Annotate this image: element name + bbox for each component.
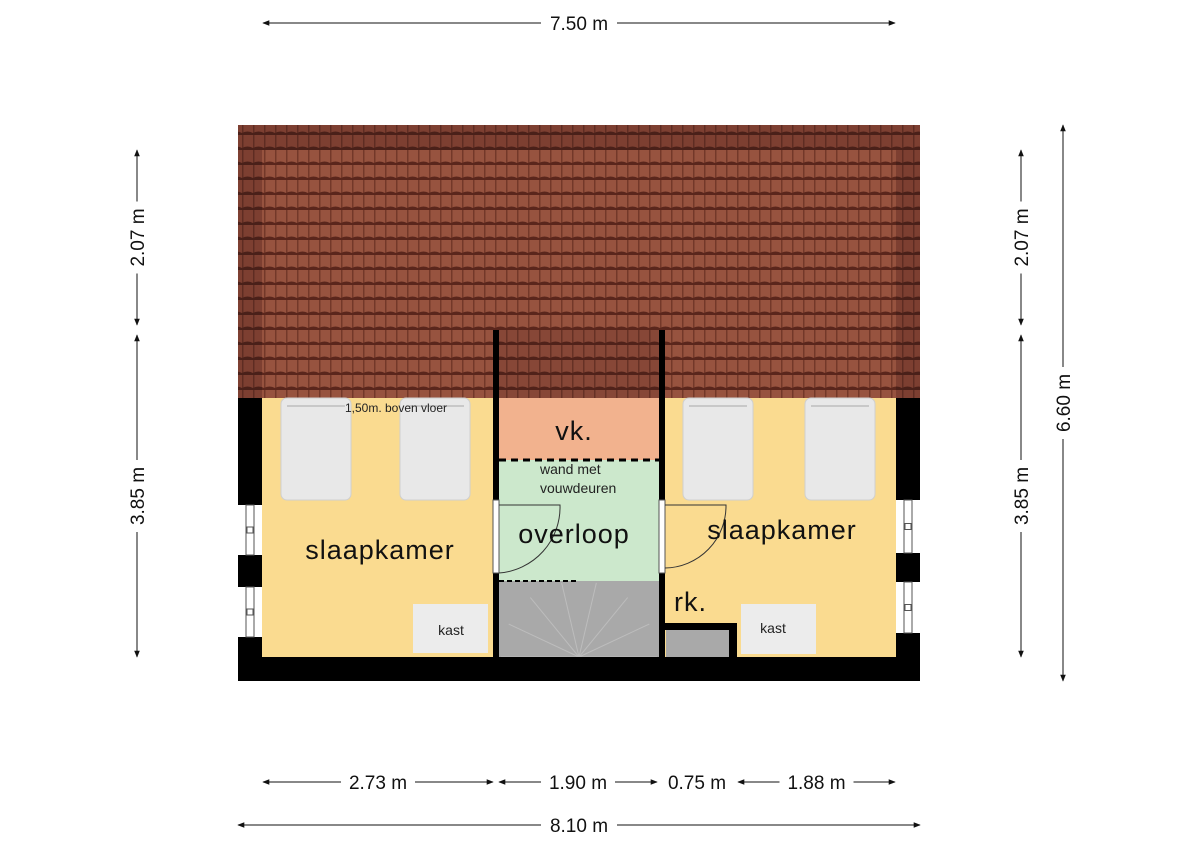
- window-latch: [246, 608, 254, 616]
- dimension-right-total: 6.60 m: [1054, 374, 1075, 432]
- kast-label-left: kast: [438, 622, 464, 638]
- stair-step: [529, 597, 580, 658]
- dimension-bottom-1: 2.73 m: [349, 773, 407, 794]
- wall: [896, 633, 920, 681]
- door-swing-left: [498, 504, 561, 574]
- height-note: 1,50m. boven vloer: [345, 401, 447, 415]
- wall: [729, 623, 737, 657]
- bed: [280, 397, 352, 501]
- wall: [493, 330, 499, 657]
- dimension-left-lower: 3.85 m: [128, 467, 149, 525]
- dimension-bottom-4: 1.88 m: [787, 773, 845, 794]
- window-latch: [246, 526, 254, 534]
- kast-right: [741, 604, 816, 654]
- dimension-right-lower: 3.85 m: [1012, 467, 1033, 525]
- room-label-rk: rk.: [674, 587, 707, 617]
- dimension-top: 7.50 m: [550, 14, 608, 35]
- wall: [665, 623, 737, 630]
- stair-step: [578, 582, 597, 658]
- folding-wall-note-2: vouwdeuren: [540, 480, 616, 496]
- vk-floor: [499, 398, 659, 460]
- wall: [238, 555, 262, 587]
- stair-step: [578, 597, 629, 658]
- room-label-overloop: overloop: [518, 519, 630, 549]
- roof: [238, 125, 920, 398]
- bed: [682, 397, 754, 501]
- wall: [238, 637, 262, 681]
- dimension-right-upper: 2.07 m: [1012, 208, 1033, 266]
- door-left: [492, 499, 500, 574]
- wall: [896, 553, 920, 582]
- door-swing-right: [664, 504, 727, 569]
- kast-left: [413, 604, 488, 653]
- room-label-right-bedroom: slaapkamer: [707, 515, 857, 545]
- kast-label-right: kast: [760, 620, 786, 636]
- stair-step: [561, 582, 580, 658]
- wall: [238, 398, 262, 505]
- wall: [896, 398, 920, 500]
- dimension-bottom-3: 0.75 m: [668, 773, 726, 794]
- window-latch: [904, 604, 912, 611]
- wall: [659, 330, 665, 657]
- room-label-left-bedroom: slaapkamer: [305, 535, 455, 565]
- room-label-vk: vk.: [555, 416, 593, 446]
- dimension-bottom-2: 1.90 m: [549, 773, 607, 794]
- folding-wall-note-1: wand met: [539, 461, 601, 477]
- dimension-left-upper: 2.07 m: [128, 208, 149, 266]
- wall: [238, 657, 920, 681]
- door-right: [658, 499, 666, 574]
- stairs: [499, 581, 659, 657]
- dimension-bottom-total: 8.10 m: [550, 816, 608, 837]
- bed: [804, 397, 876, 501]
- stair-step: [578, 623, 650, 658]
- window-latch: [904, 523, 912, 530]
- stair-step: [508, 623, 580, 658]
- rk-storage: [666, 630, 729, 657]
- bed: [399, 397, 471, 501]
- overloop-floor: [499, 460, 659, 581]
